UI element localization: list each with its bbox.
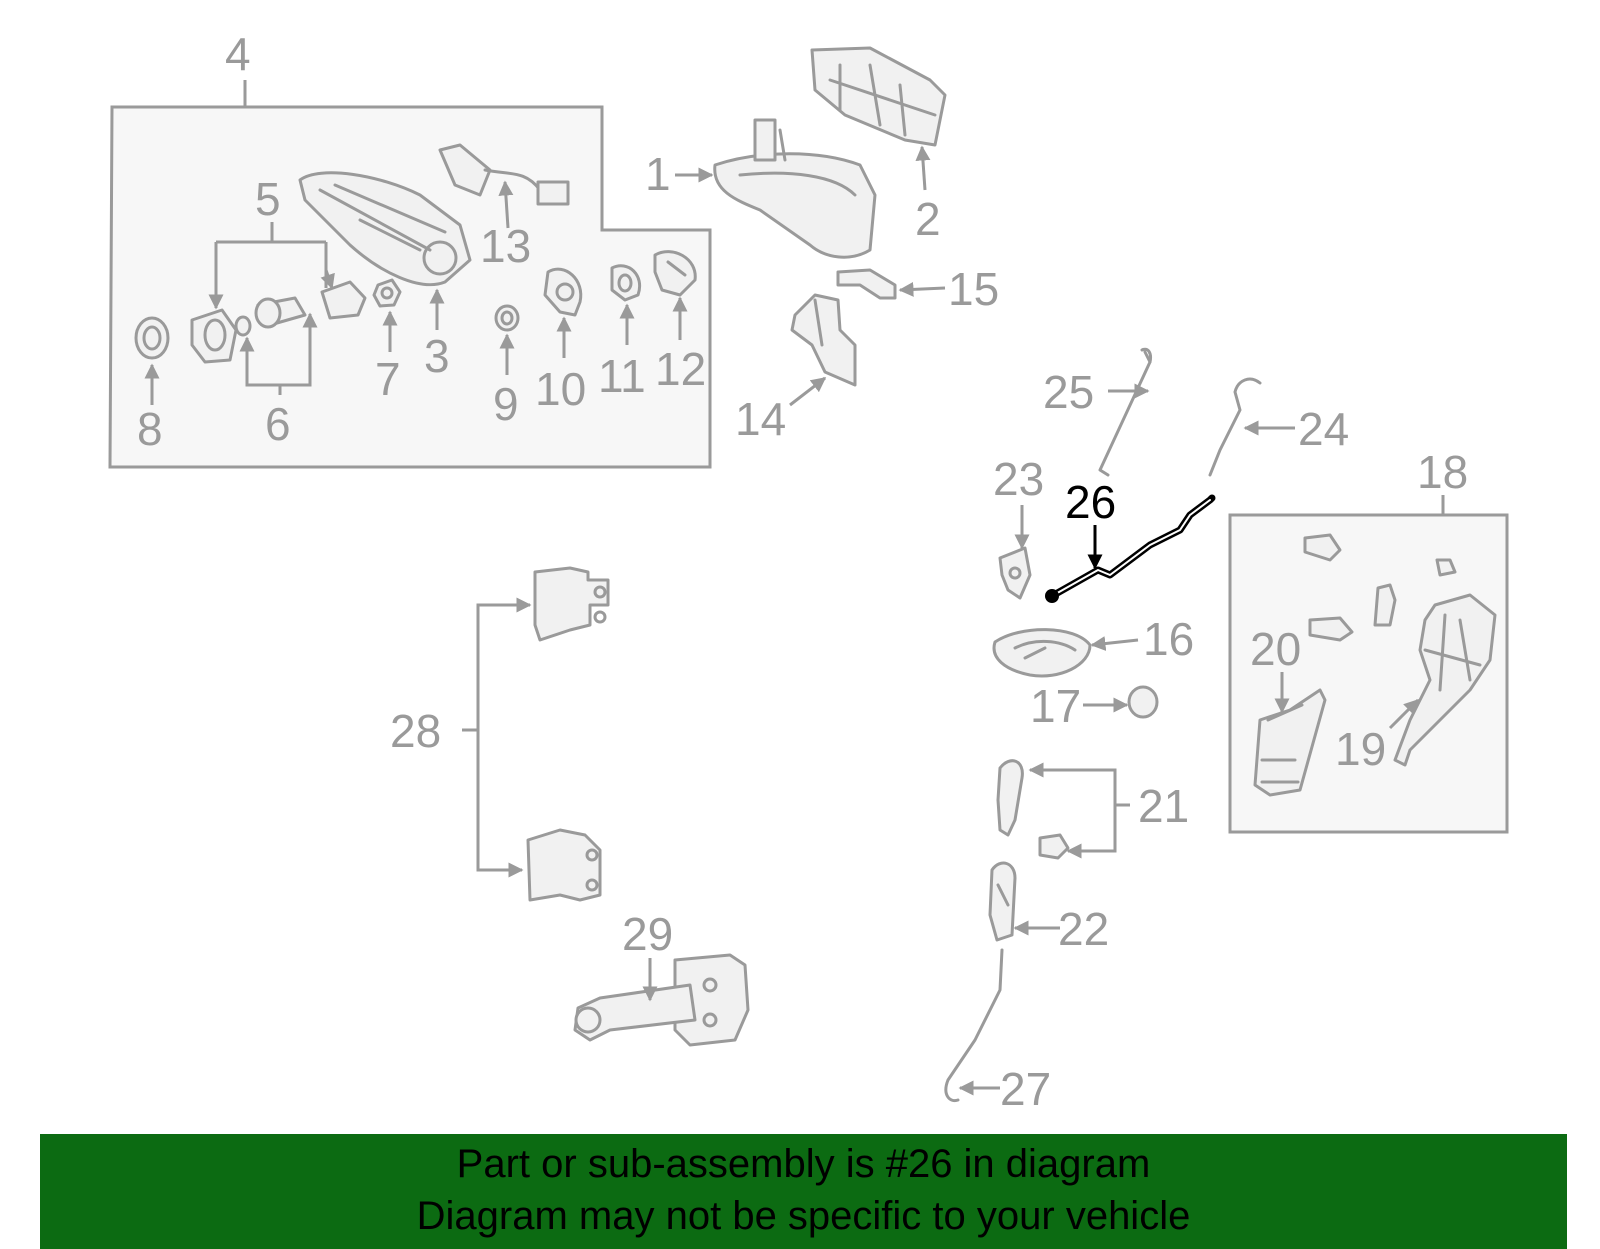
banner-line-2: Diagram may not be specific to your vehi… [416,1194,1191,1238]
part-7-nut [372,278,402,308]
callout-2: 2 [915,193,941,245]
callout-26: 26 [1065,476,1116,528]
callout-21: 21 [1138,780,1189,832]
part-23-bracket [998,546,1032,600]
part-14-shield [790,293,857,387]
part-26-rod [1045,494,1216,603]
part-15-clip [836,268,897,300]
part-5-housing [190,308,238,364]
callout-13: 13 [480,220,531,272]
callout-6: 6 [265,398,291,450]
callout-22: 22 [1058,903,1109,955]
callout-4: 4 [225,28,251,80]
callout-11: 11 [598,350,646,402]
callout-19: 19 [1335,723,1386,775]
callout-1: 1 [645,148,671,200]
callout-10: 10 [535,363,586,415]
callout-15: 15 [948,263,999,315]
part-29-check-strap [573,953,750,1047]
part-17-plug [1127,685,1159,719]
part-24-rod [1208,377,1262,477]
callout-27: 27 [1000,1063,1051,1115]
part-19-latch [1393,593,1497,767]
part-22-inside-handle-bezel [988,861,1017,942]
part-28-lower-hinge [526,828,602,902]
part-13-wire-harness [438,143,570,206]
callout-29: 29 [622,908,673,960]
part-1-outer-handle [713,118,877,259]
banner-line-1: Part or sub-assembly is #26 in diagram [456,1142,1151,1186]
part-25-rod [1098,347,1152,477]
part-9-grommet [494,304,520,332]
part-12-retainer [653,250,697,297]
callout-8: 8 [137,403,163,455]
callout-24: 24 [1298,403,1349,455]
callout-12: 12 [655,343,706,395]
callout-25: 25 [1043,366,1094,418]
part-18-small-parts [1303,533,1457,642]
callout-17: 17 [1030,680,1081,732]
callout-28: 28 [390,705,441,757]
callout-16: 16 [1143,613,1194,665]
callout-18: 18 [1417,446,1468,498]
part-27-cable [944,948,1004,1103]
callout-9: 9 [493,378,519,430]
part-10-clip [543,267,583,317]
part-11-ring [610,264,642,302]
callout-14: 14 [735,393,786,445]
callout-20: 20 [1250,623,1301,675]
part-3-handle-base [298,171,472,287]
callout-5: 5 [255,173,281,225]
callout-3: 3 [424,330,450,382]
callout-23: 23 [993,453,1044,505]
part-2-reinforcement [810,46,947,147]
part-16-inside-handle [992,628,1092,678]
info-banner: Part or sub-assembly is #26 in diagram D… [40,1134,1567,1249]
callout-7: 7 [375,353,401,405]
part-20-actuator [1253,688,1327,797]
part-28-upper-hinge [533,566,610,642]
part-21-lock-parts [996,759,1070,860]
part-8-bezel [134,316,170,360]
